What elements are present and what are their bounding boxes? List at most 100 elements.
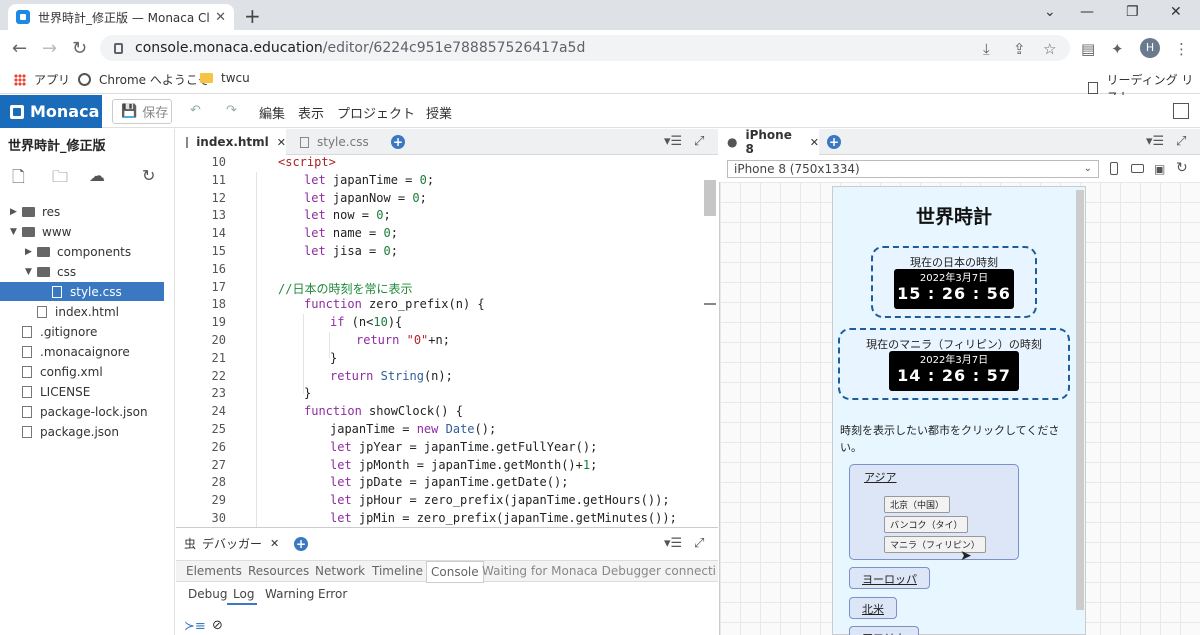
portrait-icon[interactable]	[1110, 162, 1118, 175]
back-icon[interactable]: ←	[12, 38, 28, 59]
new-tab-icon[interactable]: +	[244, 4, 261, 28]
file-tree-item[interactable]: package.json	[10, 422, 119, 442]
new-file-icon[interactable]: 🗋	[12, 167, 25, 186]
preview-expand-icon[interactable]: ⤢	[1176, 134, 1187, 149]
debugger-nav-elements[interactable]: Elements	[186, 564, 242, 578]
monaca-logo[interactable]: Monaca	[0, 95, 102, 128]
device-scrollbar[interactable]	[1076, 190, 1084, 610]
menu-project[interactable]: プロジェクト	[337, 107, 416, 122]
panel-list-icon[interactable]: ▾☰	[664, 536, 683, 551]
refresh-icon[interactable]: ↻	[142, 166, 156, 185]
redo-icon[interactable]: ↷	[226, 103, 237, 118]
panel-expand-icon[interactable]: ⤢	[694, 536, 705, 551]
filter-error[interactable]: Error	[318, 587, 348, 601]
bookmark-apps[interactable]: アプリ	[14, 71, 70, 88]
code-line: let jpMonth = japanTime.getMonth()+1;	[330, 457, 598, 472]
share-icon[interactable]: ⇪	[1013, 40, 1026, 58]
caret-right-icon[interactable]: ▶	[25, 247, 32, 257]
close-tab-icon[interactable]: ✕	[270, 536, 280, 550]
expand-icon[interactable]: ⤢	[694, 134, 705, 149]
preview-list-icon[interactable]: ▾☰	[1146, 134, 1165, 149]
debugger-nav-timeline[interactable]: Timeline	[372, 564, 424, 578]
file-tree-item[interactable]: package-lock.json	[10, 402, 148, 422]
editor-scrollbar-thumb[interactable]	[704, 180, 716, 216]
city-button-beijing[interactable]: 北京（中国）	[884, 496, 951, 513]
add-panel-icon[interactable]: +	[294, 537, 308, 551]
tab-search-icon[interactable]: ⌄	[1044, 4, 1056, 20]
file-tree-label: .gitignore	[40, 325, 98, 339]
region-asia-toggle[interactable]: アジア	[864, 471, 897, 484]
minimize-icon[interactable]: —	[1080, 4, 1094, 20]
debugger-nav-network[interactable]: Network	[315, 564, 366, 578]
install-icon[interactable]: ⤓	[983, 40, 990, 58]
region-africa-button[interactable]: アフリカ	[849, 626, 919, 635]
code-line: function zero_prefix(n) {	[304, 297, 485, 312]
close-window-icon[interactable]: ✕	[1170, 4, 1182, 20]
file-tree-item[interactable]: .gitignore	[10, 322, 97, 342]
add-preview-icon[interactable]: +	[827, 135, 841, 149]
upload-icon[interactable]: ☁	[89, 166, 105, 185]
add-tab-icon[interactable]: +	[391, 135, 405, 149]
url-bar[interactable]: console.monaca.education/editor/6224c951…	[100, 35, 1070, 61]
forward-icon[interactable]: →	[42, 38, 58, 59]
browser-tab[interactable]: 世界時計_修正版 — Monaca Clo ✕	[8, 4, 234, 30]
debugger-nav-resources[interactable]: Resources	[248, 564, 310, 578]
city-button-bangkok[interactable]: バンコク（タイ）	[884, 516, 969, 533]
file-tree-item[interactable]: LICENSE	[10, 382, 90, 402]
region-north-america-button[interactable]: 北米	[849, 597, 897, 619]
profile-avatar[interactable]: H	[1140, 38, 1160, 58]
line-number: 28	[211, 475, 226, 490]
file-tree-item[interactable]: ▶ res	[10, 202, 60, 222]
close-tab-icon[interactable]: ✕	[215, 9, 226, 25]
file-tree-item[interactable]: config.xml	[10, 362, 103, 382]
debugger-nav-console[interactable]: Console	[426, 561, 484, 583]
close-tab-icon[interactable]: ✕	[276, 135, 286, 149]
bookmark-star-icon[interactable]: ☆	[1043, 40, 1057, 58]
landscape-icon[interactable]	[1131, 164, 1144, 173]
preview-refresh-icon[interactable]: ↻	[1176, 160, 1188, 176]
file-tree-item[interactable]: ▼www	[10, 222, 71, 242]
browser-menu-icon[interactable]: ⋮	[1174, 40, 1189, 58]
editor-tab-style-css[interactable]: style.css	[290, 129, 386, 155]
document-icon[interactable]: ▤	[1081, 40, 1096, 58]
caret-down-icon[interactable]: ▼	[10, 227, 17, 237]
layout-toggle-icon[interactable]	[1173, 103, 1189, 119]
tab-list-icon[interactable]: ▾☰	[664, 134, 683, 149]
file-tree-item[interactable]: .monacaignore	[10, 342, 130, 362]
reload-icon[interactable]: ↻	[72, 38, 88, 59]
restore-icon[interactable]: ❐	[1126, 4, 1139, 20]
caret-down-icon[interactable]: ▼	[25, 267, 32, 277]
clear-console-icon[interactable]: ⊘	[212, 618, 223, 633]
code-editor[interactable]	[176, 155, 718, 527]
region-europe-button[interactable]: ヨーロッパ	[849, 567, 930, 589]
caret-right-icon[interactable]: ▶	[10, 207, 17, 217]
screenshot-icon[interactable]: ▣	[1154, 162, 1166, 176]
file-tree-item[interactable]: style.css	[40, 282, 122, 302]
file-icon	[22, 406, 32, 418]
console-prompt-icon[interactable]: ≻≡	[184, 619, 206, 634]
new-folder-icon[interactable]: 🗀	[52, 167, 69, 186]
code-line: let japanTime = 0;	[304, 172, 435, 187]
preview-tab[interactable]: ●iPhone 8✕	[719, 128, 819, 156]
file-tree-item[interactable]: index.html	[25, 302, 119, 322]
editor-tab-index-html[interactable]: index.html✕	[176, 129, 286, 155]
menu-view[interactable]: 表示	[298, 107, 325, 122]
device-select[interactable]: iPhone 8 (750x1334)⌄	[727, 160, 1099, 178]
save-button[interactable]: 💾保存	[112, 99, 172, 124]
file-tree-label: res	[42, 205, 61, 219]
city-button-manila[interactable]: マニラ（フィリピン）	[884, 536, 986, 553]
menu-edit[interactable]: 編集	[259, 107, 286, 122]
url-path: /editor/6224c951e788857526417a5d	[322, 40, 586, 56]
filter-warning[interactable]: Warning	[265, 587, 315, 601]
extensions-icon[interactable]: ✦	[1111, 40, 1124, 58]
filter-debug[interactable]: Debug	[188, 587, 228, 601]
file-tree-item[interactable]: ▼css	[25, 262, 76, 282]
file-tree-item[interactable]: ▶components	[25, 242, 131, 262]
bookmark-twcu[interactable]: twcu	[200, 71, 250, 85]
menu-class[interactable]: 授業	[426, 107, 453, 122]
undo-icon[interactable]: ↶	[190, 103, 201, 118]
bookmark-chrome-welcome[interactable]: Chrome へようこそ	[78, 71, 210, 88]
filter-log[interactable]: Log	[233, 587, 255, 601]
debugger-tab[interactable]: ⾍デバッガー✕	[176, 530, 286, 556]
close-tab-icon[interactable]: ✕	[809, 135, 819, 149]
